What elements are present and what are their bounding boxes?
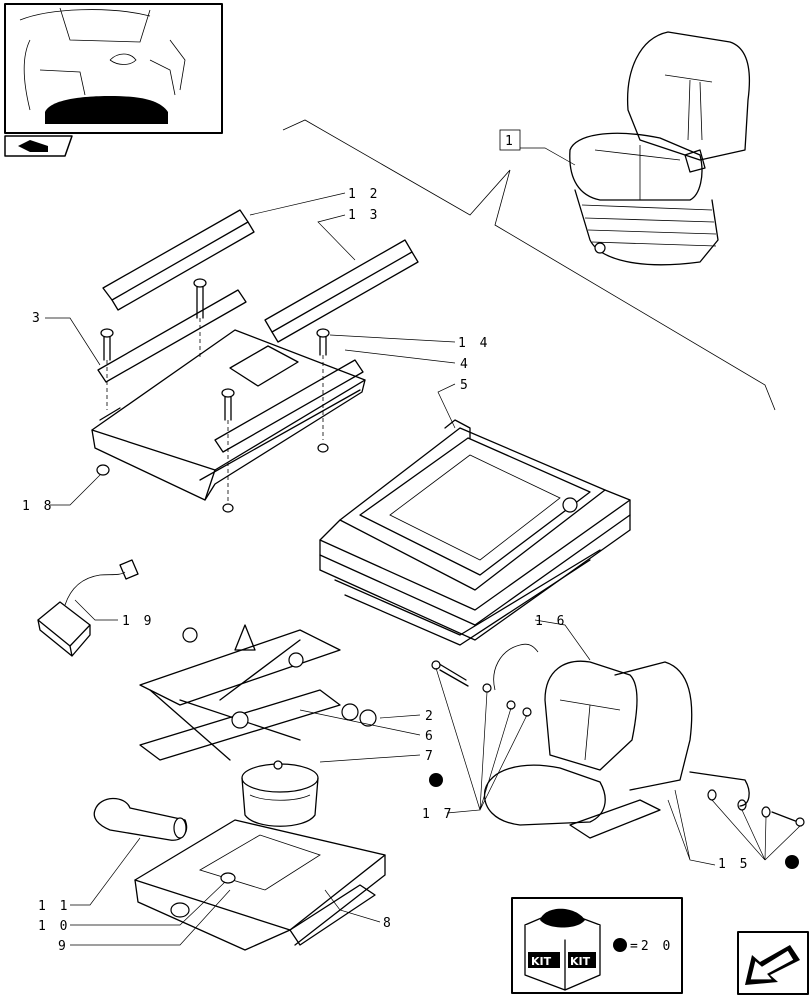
kit-box-icon: KIT KIT: [524, 908, 601, 991]
callout-4[interactable]: 4: [460, 357, 471, 372]
kit-marker: [785, 855, 799, 869]
slide-frame: [91, 289, 366, 501]
callout-12[interactable]: 1 2: [348, 187, 380, 202]
callout-1[interactable]: 1: [505, 134, 516, 149]
seat-hardware: [431, 643, 805, 827]
page-arrow-icon[interactable]: [737, 931, 809, 995]
kit-badge-right: KIT: [570, 955, 591, 968]
callout-6[interactable]: 6: [425, 729, 436, 744]
seat-rails: [102, 209, 419, 343]
callout-14[interactable]: 1 4: [458, 336, 490, 351]
kit-marker: [429, 773, 443, 787]
kit-badge-left: KIT: [531, 955, 552, 968]
callout-17[interactable]: 1 7: [422, 807, 454, 822]
callout-9[interactable]: 9: [58, 939, 69, 954]
callout-18[interactable]: 1 8: [22, 499, 54, 514]
complete-seat: [569, 31, 751, 266]
small-arrow-icon[interactable]: [4, 135, 73, 157]
callout-19[interactable]: 1 9: [122, 614, 154, 629]
callout-3[interactable]: 3: [32, 311, 43, 326]
callout-box-1: [499, 129, 521, 151]
kit-legend-dot: [613, 938, 627, 952]
callout-13[interactable]: 1 3: [348, 208, 380, 223]
reference-line: [282, 119, 776, 411]
suspension-housing: [319, 419, 631, 646]
callout-7[interactable]: 7: [425, 749, 436, 764]
callout-8[interactable]: 8: [383, 916, 394, 931]
kit-legend: KIT KIT =2 0: [511, 897, 683, 994]
leader-lines: [45, 192, 801, 946]
callout-10[interactable]: 1 0: [38, 919, 70, 934]
callout-15[interactable]: 1 5: [718, 857, 750, 872]
kit-legend-equals: =2 0: [630, 939, 673, 954]
callout-11[interactable]: 1 1: [38, 899, 70, 914]
shock-absorber: [93, 797, 188, 841]
seat-cushion: [483, 660, 693, 839]
seat-switch: [37, 559, 139, 657]
base-plate: [134, 819, 386, 951]
scissor-linkage: [139, 624, 377, 761]
air-spring: [241, 760, 319, 827]
cab-thumbnail[interactable]: [4, 3, 223, 134]
bolts-top: [100, 278, 330, 421]
callout-16[interactable]: 1 6: [535, 614, 567, 629]
callout-2[interactable]: 2: [425, 709, 436, 724]
callout-5[interactable]: 5: [460, 378, 471, 393]
nuts: [96, 443, 329, 513]
